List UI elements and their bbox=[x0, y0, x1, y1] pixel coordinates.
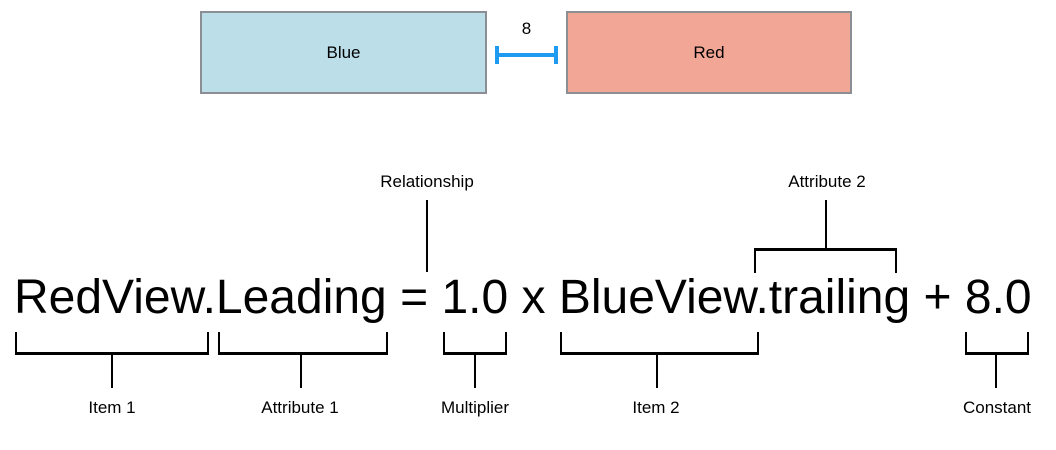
callout-label-item-1: Item 1 bbox=[88, 398, 136, 417]
bracket-leg-right-attribute-2 bbox=[895, 248, 897, 273]
spacing-measurement: 8 bbox=[495, 20, 558, 70]
bracket-leg-left-item-1 bbox=[15, 332, 17, 355]
measurement-bar-icon bbox=[497, 53, 556, 57]
bracket-leg-right-multiplier bbox=[505, 332, 507, 355]
leader-line-relationship bbox=[426, 200, 428, 272]
callout-label-relationship: Relationship bbox=[380, 172, 474, 191]
bracket-bottom-item-2 bbox=[560, 352, 759, 355]
bracket-leg-right-constant bbox=[1027, 332, 1029, 355]
leader-line-attribute-2 bbox=[825, 200, 827, 250]
red-view-label: Red bbox=[693, 43, 725, 62]
bracket-leg-right-attribute-1 bbox=[386, 332, 388, 355]
blue-view-label: Blue bbox=[326, 43, 361, 62]
callout-label-attribute-2: Attribute 2 bbox=[788, 172, 866, 191]
measurement-cap-right-icon bbox=[554, 46, 558, 64]
callout-label-constant: Constant bbox=[962, 398, 1032, 417]
leader-line-item-2 bbox=[656, 352, 658, 388]
red-view-box: Red bbox=[566, 11, 852, 94]
leader-line-attribute-1 bbox=[300, 352, 302, 388]
bracket-leg-right-item-1 bbox=[207, 332, 209, 355]
bracket-leg-right-item-2 bbox=[757, 332, 759, 355]
bracket-leg-left-multiplier bbox=[443, 332, 445, 355]
leader-line-multiplier bbox=[474, 352, 476, 388]
spacing-value-label: 8 bbox=[521, 19, 532, 38]
leader-line-constant bbox=[995, 352, 997, 388]
bracket-bottom-constant bbox=[965, 352, 1029, 355]
bracket-leg-left-item-2 bbox=[560, 332, 562, 355]
bracket-leg-left-attribute-2 bbox=[754, 248, 756, 273]
blue-view-box: Blue bbox=[200, 11, 487, 94]
constraint-formula: RedView.Leading = 1.0 x BlueView.trailin… bbox=[14, 271, 1032, 324]
callout-label-multiplier: Multiplier bbox=[440, 398, 510, 417]
callout-label-item-2: Item 2 bbox=[632, 398, 680, 417]
bracket-bottom-attribute-1 bbox=[218, 352, 388, 355]
callout-label-attribute-1: Attribute 1 bbox=[261, 398, 339, 417]
bracket-top-attribute-2 bbox=[754, 248, 897, 251]
bracket-leg-left-attribute-1 bbox=[218, 332, 220, 355]
leader-line-item-1 bbox=[111, 352, 113, 388]
bracket-leg-left-constant bbox=[965, 332, 967, 355]
